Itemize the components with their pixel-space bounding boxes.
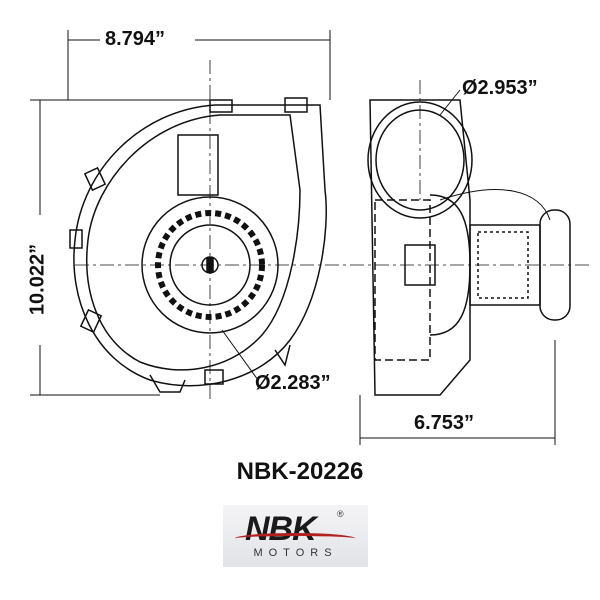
logo-registered-mark: ®: [337, 509, 344, 519]
depth-dimension-label: 6.753”: [414, 412, 475, 434]
height-dimension-label: 10.022”: [26, 243, 49, 316]
logo-swoosh: [235, 533, 355, 544]
nbk-motors-logo: NBK ® MOTORS: [223, 505, 368, 567]
logo-sub: MOTORS: [253, 547, 338, 559]
width-dimension-label: 8.794”: [105, 28, 166, 50]
wheel-diameter-label: Ø2.283”: [255, 372, 331, 394]
housing-side-view: [367, 99, 571, 396]
model-number: NBK-20226: [236, 458, 364, 485]
outlet-diameter-label: Ø2.953”: [462, 77, 538, 99]
housing-front-view: [69, 97, 327, 393]
blower-wheel: [141, 196, 279, 334]
